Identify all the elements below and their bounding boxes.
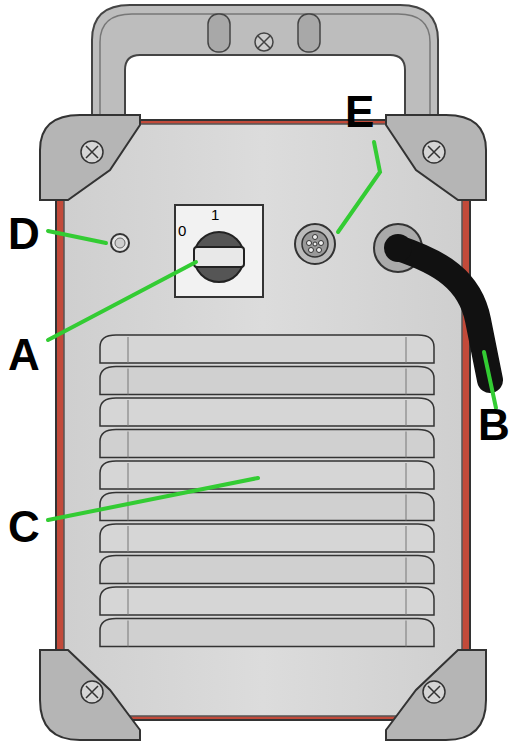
- control-socket: [295, 224, 335, 264]
- vent-edge: [128, 621, 129, 647]
- vent-edge: [406, 369, 407, 395]
- callout-letter: A: [8, 333, 40, 377]
- vent-edge: [406, 432, 407, 458]
- callout-letter: D: [8, 212, 40, 256]
- housing: [56, 120, 470, 720]
- vent-edge: [128, 558, 129, 584]
- vent-edge: [406, 495, 407, 521]
- switch-mark: 0: [178, 223, 186, 238]
- vent-edge: [128, 495, 129, 521]
- vent-edge: [128, 369, 129, 395]
- callout-letter: E: [345, 90, 374, 134]
- callout-letter: B: [478, 403, 510, 447]
- vent-slat: [100, 430, 434, 458]
- vent-edge: [406, 400, 407, 426]
- vent-edge: [406, 589, 407, 615]
- vent-edge: [128, 337, 129, 363]
- vent-edge: [406, 621, 407, 647]
- cooling-vents: [100, 335, 434, 647]
- vent-slat: [100, 619, 434, 647]
- vent-edge: [406, 463, 407, 489]
- main-switch: [175, 205, 263, 297]
- indicator-lamp: [111, 234, 129, 252]
- vent-slat: [100, 398, 434, 426]
- vent-slat: [100, 367, 434, 395]
- vent-edge: [128, 400, 129, 426]
- vent-edge: [128, 432, 129, 458]
- vent-slat: [100, 335, 434, 363]
- vent-edge: [406, 558, 407, 584]
- switch-mark: 1: [211, 207, 219, 222]
- vent-slat: [100, 587, 434, 615]
- vent-edge: [128, 526, 129, 552]
- leader-lines: [48, 142, 496, 520]
- vent-slat: [100, 461, 434, 489]
- vent-edge: [128, 589, 129, 615]
- vent-edge: [406, 337, 407, 363]
- vent-slat: [100, 524, 434, 552]
- vent-edge: [406, 526, 407, 552]
- callout-letter: C: [8, 505, 40, 549]
- vent-edge: [128, 463, 129, 489]
- vent-slat: [100, 493, 434, 521]
- vent-slat: [100, 556, 434, 584]
